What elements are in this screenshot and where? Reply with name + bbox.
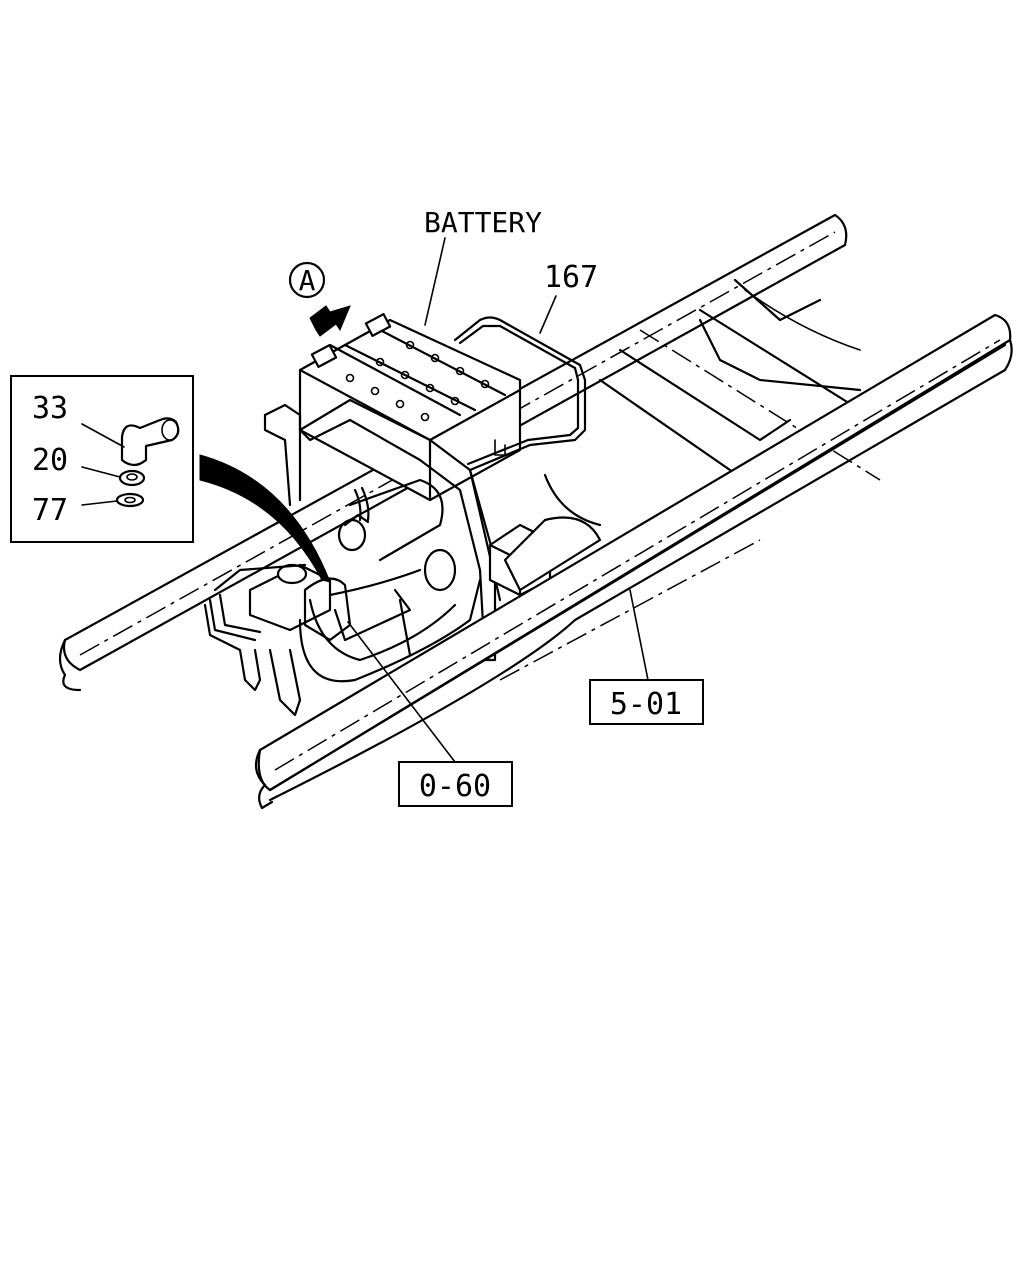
main-frame-rail (254, 313, 1013, 810)
ref-0-60-callout: 0-60 (347, 621, 513, 807)
battery-label: BATTERY (424, 206, 542, 239)
ref-5-01-box (589, 679, 704, 725)
view-a-circle (288, 261, 326, 299)
cross-members (543, 278, 881, 527)
part-33-label: 33 (32, 391, 68, 426)
side-harness (203, 563, 307, 717)
view-a-arrow (309, 305, 351, 337)
battery-callout: BATTERY (424, 206, 542, 326)
washer-77 (115, 492, 145, 508)
starter-assembly (248, 478, 602, 683)
cable-167 (453, 316, 587, 472)
inset-detail: 33 20 77 (10, 375, 194, 543)
view-a-indicator: A (288, 261, 351, 337)
ref-0-60-label: 0-60 (419, 769, 491, 804)
ref-5-01-callout: 5-01 (589, 589, 704, 725)
terminal-cap-upper (337, 518, 367, 552)
detail-pointer (199, 454, 331, 583)
nut-20 (118, 469, 146, 487)
battery-cell-caps (345, 340, 490, 422)
part-77-label: 77 (32, 493, 68, 528)
inset-detail-box (10, 375, 194, 543)
battery-box (298, 313, 522, 502)
part-20-label: 20 (32, 443, 68, 478)
part-167-callout: 167 (539, 260, 598, 334)
view-a-label: A (299, 264, 316, 297)
part-167-label: 167 (544, 260, 598, 295)
ref-5-01-label: 5-01 (610, 687, 682, 722)
terminal-cover-33 (120, 417, 180, 467)
ref-0-60-box (398, 761, 513, 807)
terminal-cap-right (423, 548, 457, 592)
